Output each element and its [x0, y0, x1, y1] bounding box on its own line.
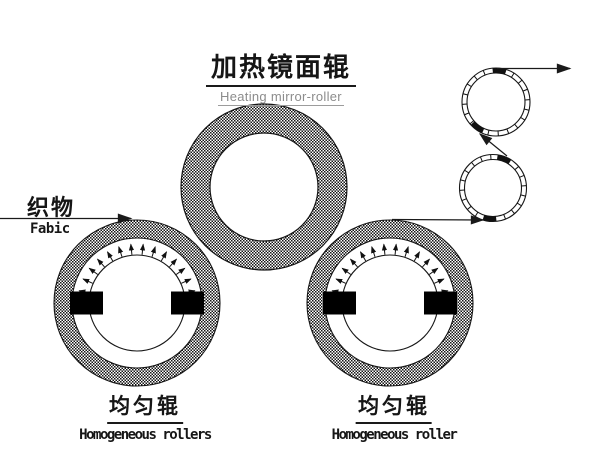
heating-roller-label: 加热镜面辊 Heating mirror-roller — [205, 47, 357, 106]
guide-roller-top-segments — [462, 68, 530, 136]
guide-roller-top — [461, 67, 531, 137]
left-roller-right-block — [171, 291, 204, 315]
left-roller-label-zh: 均匀辊 — [107, 390, 183, 424]
heating-roller-bore — [209, 132, 319, 242]
right-roller-right-block — [424, 291, 457, 315]
fabric-label-zh: 织物 — [27, 195, 76, 220]
left-homogeneous-roller — [53, 219, 221, 387]
guide-roller-bottom-segments — [459, 154, 527, 222]
right-roller-left-block — [323, 291, 356, 315]
fabric-between-guides-arrow — [478, 133, 508, 157]
right-homogeneous-roller — [306, 219, 474, 387]
right-roller-label-zh: 均匀辊 — [356, 390, 432, 424]
heating-roller-label-zh: 加热镜面辊 — [205, 47, 357, 87]
right-roller-radial-arrows — [331, 243, 449, 295]
fabric-label-en: Fabic — [30, 221, 70, 237]
heating-mirror-roller — [180, 103, 348, 271]
right-roller-label: 均匀辊 Homogeneous roller — [331, 390, 458, 443]
guide-roller-bottom — [458, 153, 528, 223]
right-roller-label-en: Homogeneous roller — [331, 427, 458, 443]
left-roller-label-en: Homogeneous rollers — [79, 427, 212, 443]
heating-roller-label-en: Heating mirror-roller — [218, 89, 344, 106]
left-roller-left-block — [70, 291, 103, 315]
left-roller-label: 均匀辊 Homogeneous rollers — [79, 390, 212, 443]
fabric-transfer-arrow — [391, 215, 485, 225]
